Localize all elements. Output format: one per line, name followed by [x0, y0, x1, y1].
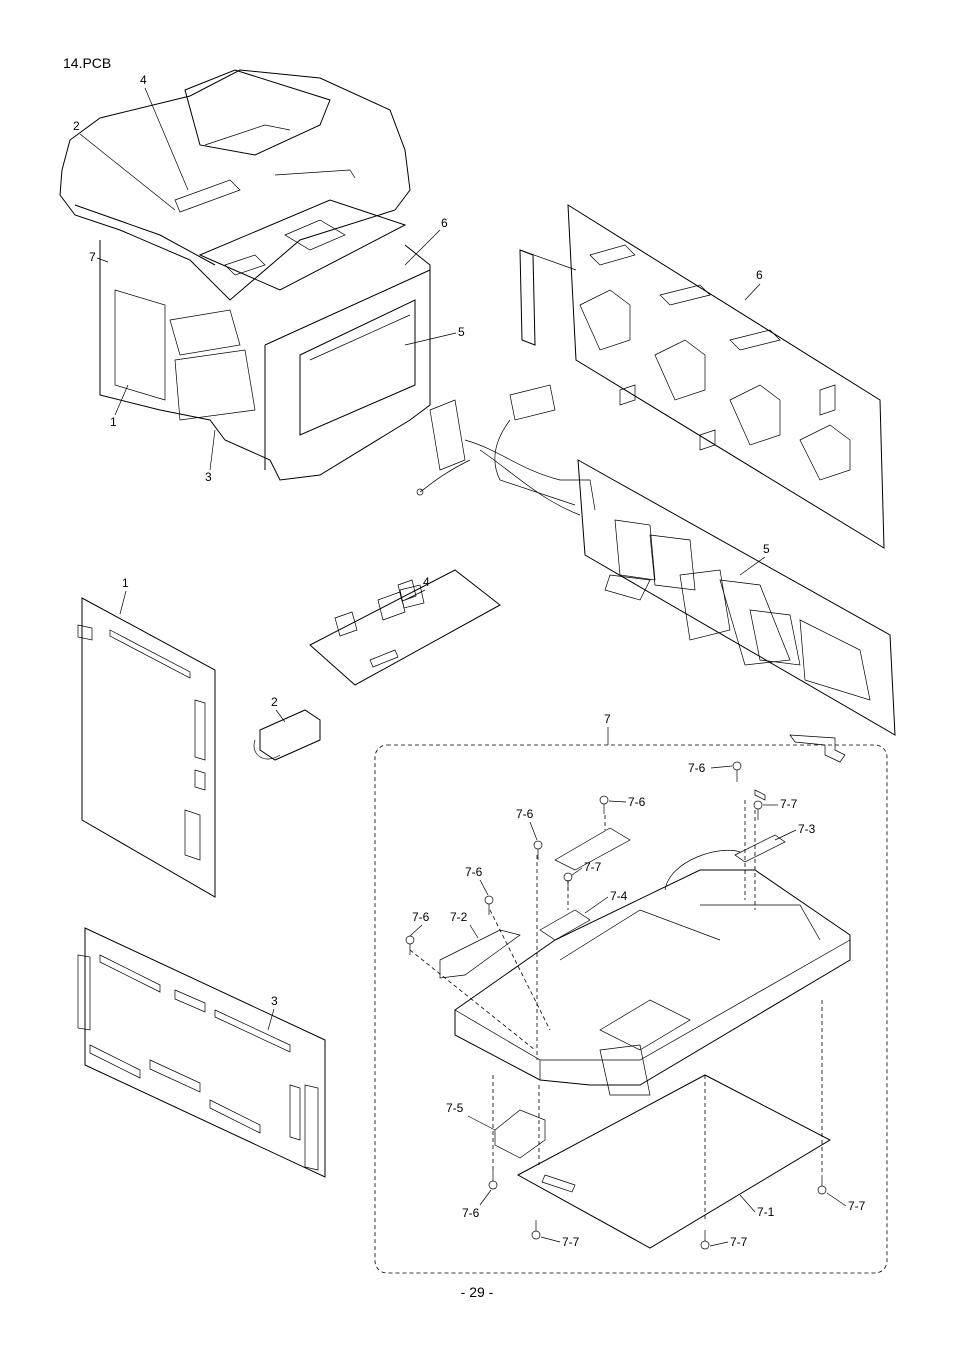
- callout-6: 6: [756, 268, 763, 282]
- callout-7-2: 7-2: [450, 910, 468, 924]
- power-inlet-cable: [416, 384, 596, 516]
- callout-7: 7: [89, 250, 96, 264]
- callout-1: 1: [122, 576, 129, 590]
- callout-7-7: 7-7: [848, 1199, 866, 1213]
- callout-7-7: 7-7: [730, 1235, 748, 1249]
- callout-7-5: 7-5: [446, 1101, 464, 1115]
- callout-7-6: 7-6: [465, 865, 483, 879]
- callout-3: 3: [271, 994, 278, 1008]
- callout-5: 5: [763, 542, 770, 556]
- page-number: - 29 -: [460, 1284, 494, 1300]
- callout-2: 2: [73, 119, 80, 133]
- callout-4: 4: [423, 575, 430, 589]
- callout-7-6: 7-6: [688, 761, 706, 775]
- callout-7-6: 7-6: [462, 1206, 480, 1220]
- callout-7-6: 7-6: [628, 795, 646, 809]
- board-3-illustration: 3: [77, 927, 326, 1178]
- part-2-illustration: 2: [253, 695, 321, 761]
- printer-illustration: [59, 69, 431, 481]
- callout-7: 7: [604, 712, 611, 726]
- callout-7-6: 7-6: [516, 807, 534, 821]
- section-title: 14.PCB: [63, 55, 112, 71]
- callout-6: 6: [441, 216, 448, 230]
- callout-7-6: 7-6: [412, 910, 430, 924]
- callout-7-3: 7-3: [798, 822, 816, 836]
- callout-3: 3: [205, 470, 212, 484]
- callout-7-7: 7-7: [562, 1235, 580, 1249]
- board-4-illustration: 4: [309, 569, 501, 686]
- callout-4: 4: [140, 73, 147, 87]
- board-6-illustration: 6: [519, 204, 885, 549]
- callout-7-1: 7-1: [757, 1205, 775, 1219]
- callout-7-7: 7-7: [584, 860, 602, 874]
- printer-callouts: 4 2 7 6 5 1 3: [73, 73, 465, 484]
- callout-7-4: 7-4: [610, 889, 628, 903]
- callout-5: 5: [458, 325, 465, 339]
- callout-1: 1: [110, 415, 117, 429]
- board-1-illustration: 1: [77, 576, 216, 898]
- callout-2: 2: [271, 695, 278, 709]
- board-5-illustration: 5: [577, 459, 896, 736]
- assembly-7-illustration: 7: [374, 712, 888, 1274]
- callout-7-7: 7-7: [780, 797, 798, 811]
